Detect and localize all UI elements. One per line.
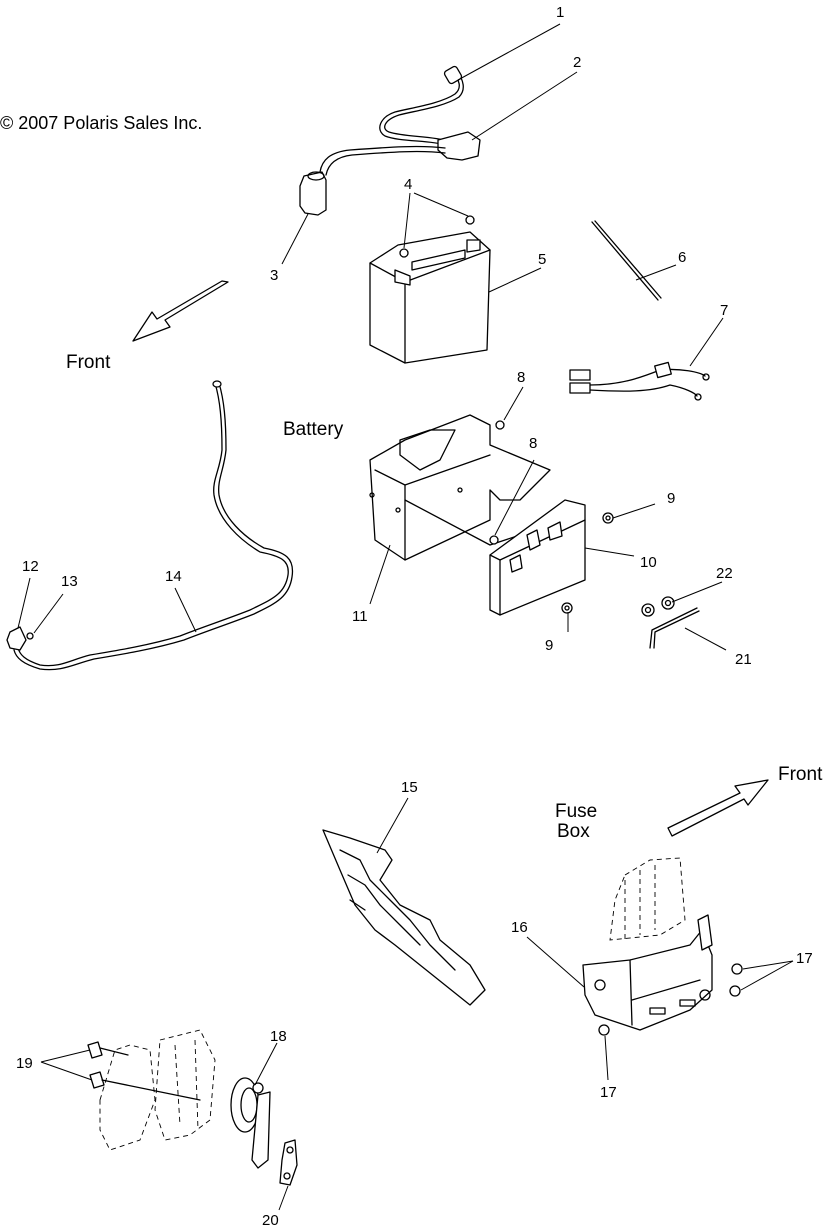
callout-12: 12	[22, 558, 39, 575]
wire-harness	[569, 361, 710, 401]
battery-box	[369, 414, 551, 561]
battery-bracket	[489, 499, 586, 616]
callout-10: 10	[640, 554, 657, 571]
callout-14: 14	[165, 568, 182, 585]
callout-11: 11	[352, 608, 368, 625]
callout-17-lower: 17	[600, 1084, 617, 1101]
callout-16: 16	[511, 919, 528, 936]
fuse-box-label-2: Box	[557, 821, 590, 842]
nut-9-lower	[561, 602, 573, 614]
bolt-17-b	[729, 985, 741, 997]
callout-3: 3	[270, 267, 278, 284]
ground-cable	[6, 380, 294, 671]
bolt-17-a	[731, 963, 743, 975]
cover-panel	[322, 829, 486, 1006]
front-label-bottom: Front	[778, 764, 823, 785]
callout-1: 1	[556, 4, 564, 21]
battery	[369, 215, 491, 364]
fuse-box-label-1: Fuse	[555, 801, 597, 822]
callout-numbers: 1 2 3 4 5 6 7 8 8 9 9 10 11 12 13 14 15 …	[16, 4, 813, 1226]
callout-4: 4	[404, 176, 412, 193]
nut-22-b	[661, 596, 675, 610]
callout-9-right: 9	[667, 490, 675, 507]
horn-bolt-lower	[89, 1071, 201, 1101]
horn	[230, 1077, 271, 1169]
bolt-17-c	[598, 1024, 610, 1036]
callout-5: 5	[538, 251, 546, 268]
fuse-box-bracket	[582, 914, 713, 1031]
callout-2: 2	[573, 54, 581, 71]
copyright-text: © 2007 Polaris Sales Inc.	[0, 113, 202, 133]
front-label-top: Front	[66, 352, 111, 373]
bolt-8-lower	[489, 535, 499, 545]
fuse-box-outline	[609, 857, 686, 941]
callout-15: 15	[401, 779, 418, 796]
callout-8-upper: 8	[517, 369, 525, 386]
nut-9-right	[602, 512, 614, 524]
callout-6: 6	[678, 249, 686, 266]
nut-22-a	[641, 603, 655, 617]
callout-20: 20	[262, 1212, 279, 1226]
bolt-8-upper	[495, 420, 505, 430]
battery-label: Battery	[283, 419, 344, 440]
horn-bolt-upper	[87, 1041, 129, 1059]
front-arrow-bottom	[667, 779, 769, 837]
callout-21: 21	[735, 651, 752, 668]
callout-22: 22	[716, 565, 733, 582]
callout-8-lower: 8	[529, 435, 537, 452]
horn-mount-ghost	[99, 1029, 216, 1151]
callout-13: 13	[61, 573, 78, 590]
callout-7: 7	[720, 302, 728, 319]
callout-17-right: 17	[796, 950, 813, 967]
battery-cable	[299, 65, 481, 216]
pin	[649, 607, 700, 649]
callout-9-lower: 9	[545, 637, 553, 654]
callout-18: 18	[270, 1028, 287, 1045]
callout-19: 19	[16, 1055, 33, 1072]
front-arrow-top	[132, 280, 229, 342]
horn-bracket	[279, 1139, 298, 1186]
leader-lines	[17, 23, 794, 1211]
strap	[591, 220, 662, 301]
